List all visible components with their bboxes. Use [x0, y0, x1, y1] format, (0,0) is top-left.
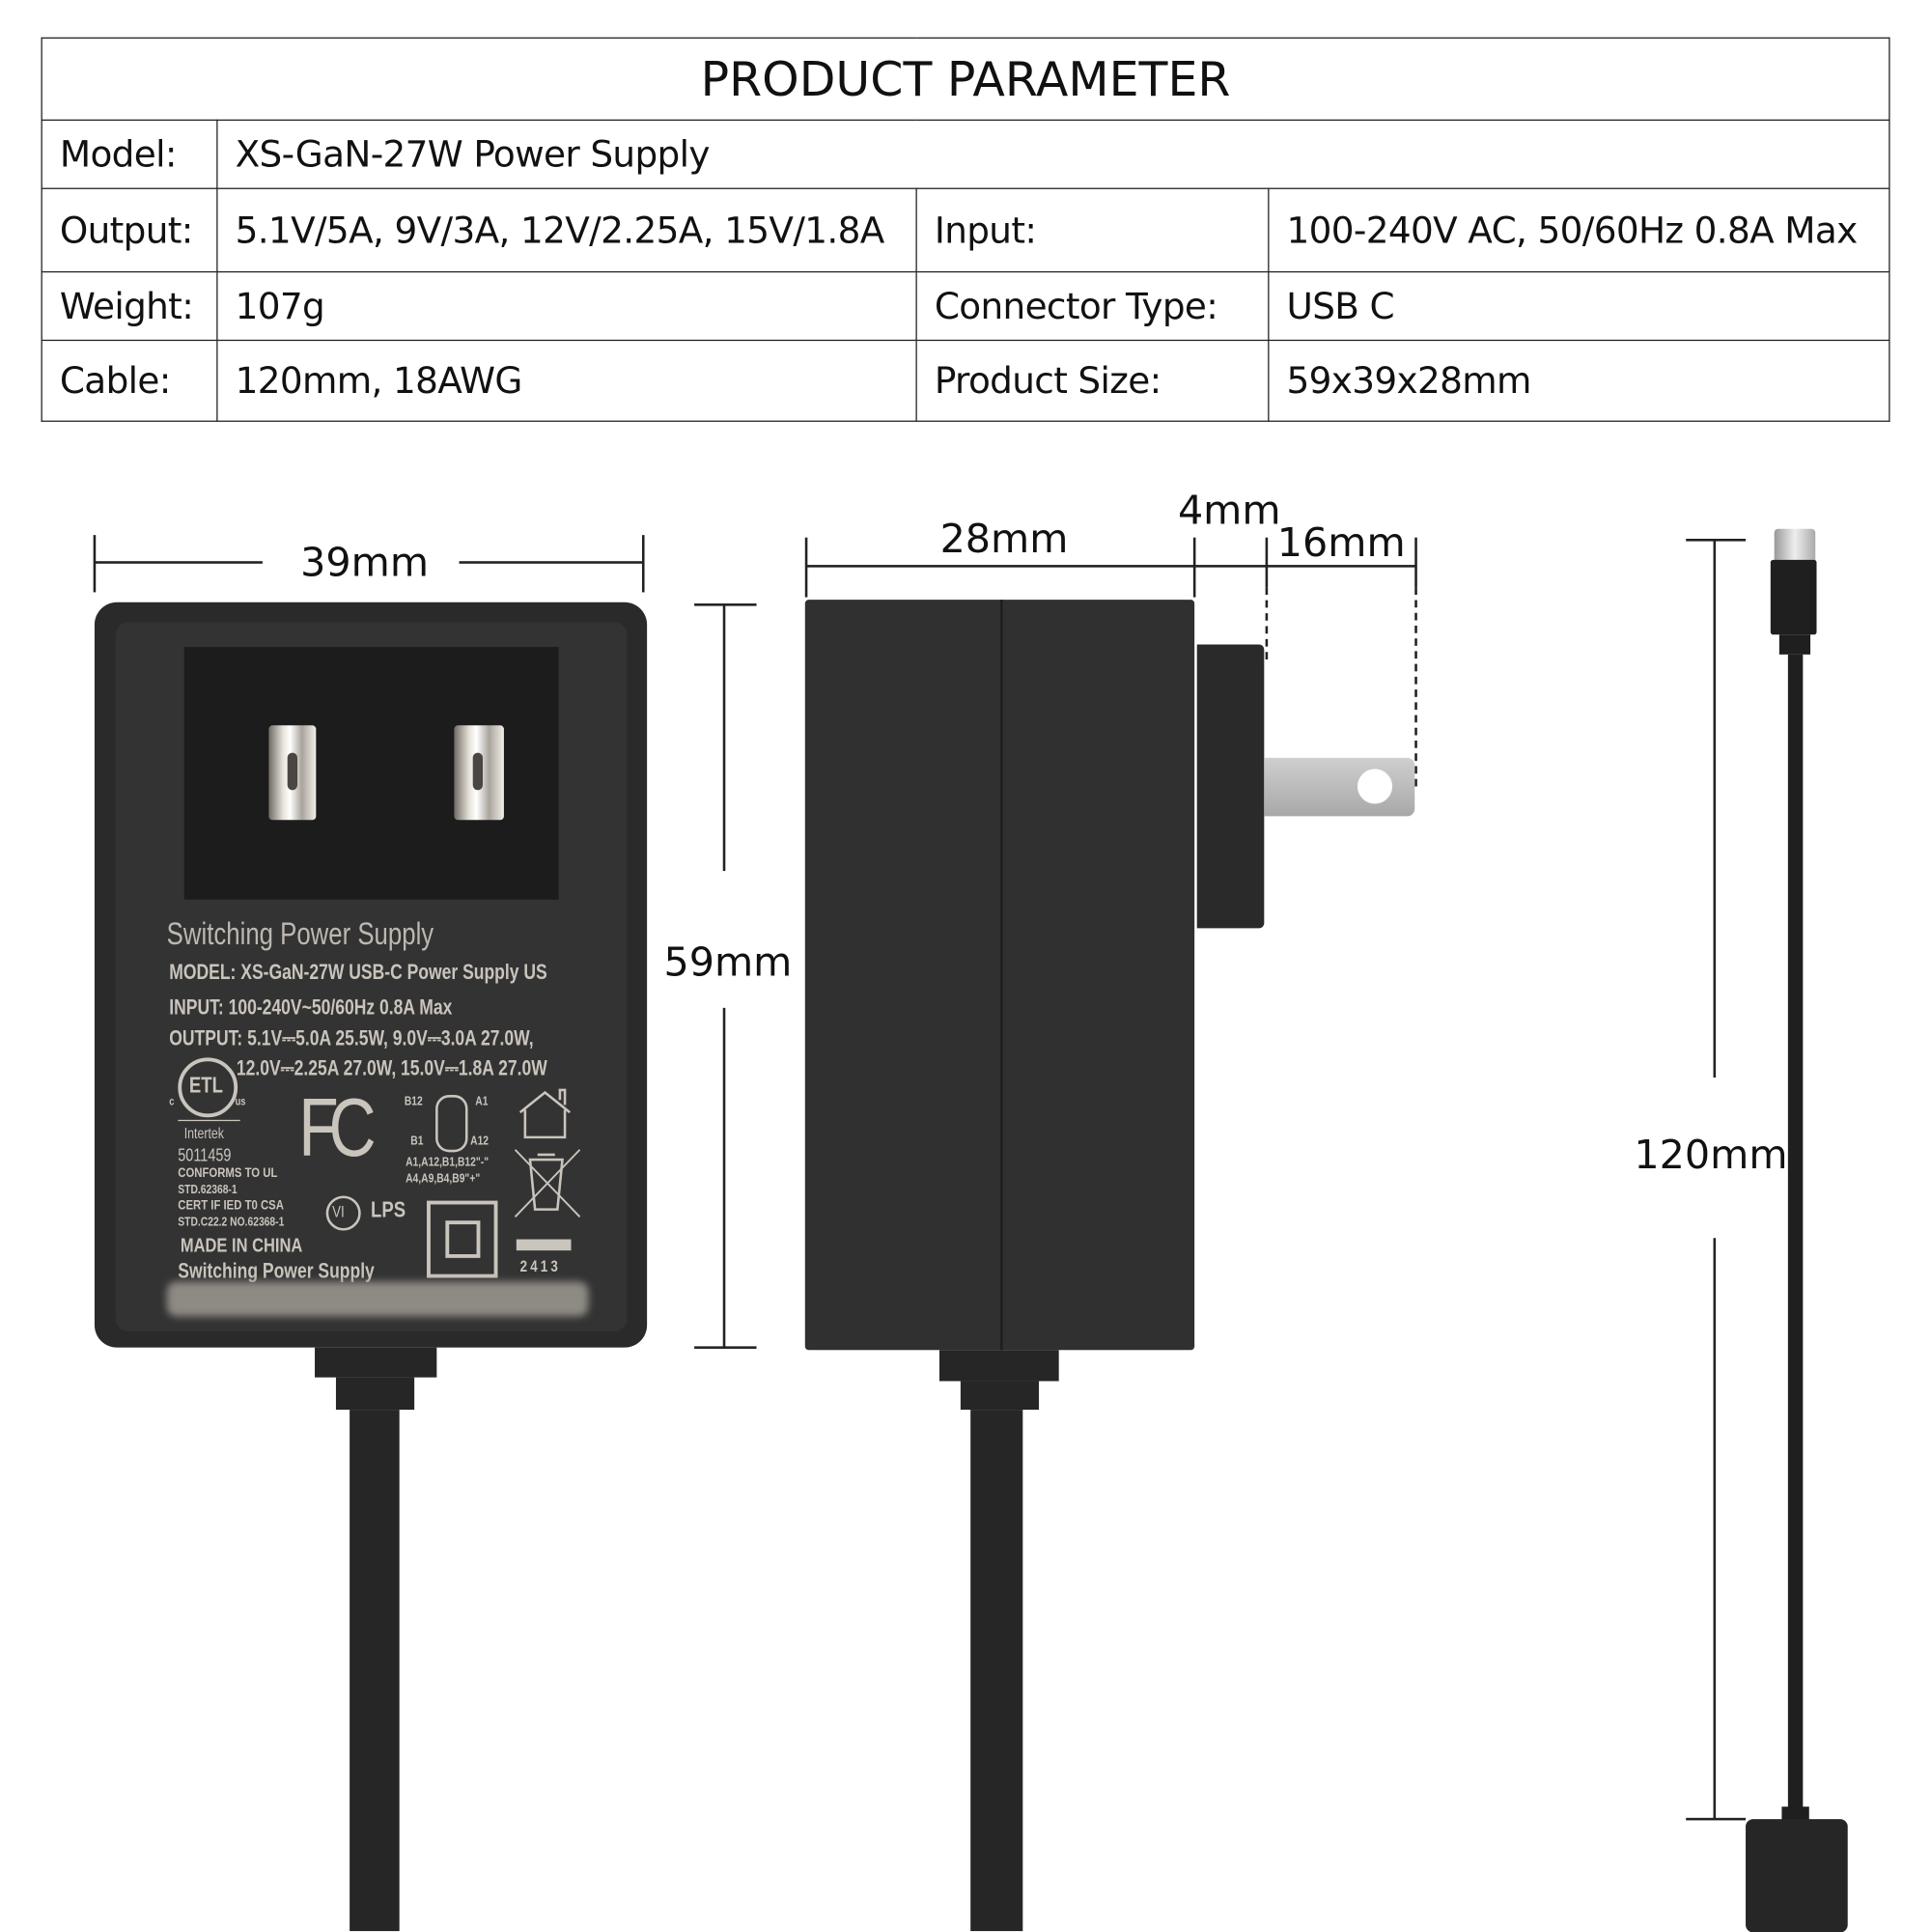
cable	[1787, 654, 1804, 1812]
cable-label: Cable:	[41, 339, 218, 422]
cable-value: 120mm, 18AWG	[216, 339, 917, 422]
dim-tick	[93, 535, 97, 593]
strain-relief	[938, 1350, 1059, 1382]
plug-block	[1196, 644, 1265, 929]
house-icon	[518, 1088, 572, 1139]
strain-relief	[315, 1347, 437, 1378]
pins-positive: A4,A9,B4,B9"+"	[406, 1171, 481, 1187]
size-value: 59x39x28mm	[1268, 339, 1890, 422]
usb-pin-diagram	[435, 1095, 468, 1153]
prong-right	[454, 725, 504, 821]
size-label: Product Size:	[915, 339, 1270, 422]
strain-relief	[960, 1381, 1040, 1411]
fcc-logo: FC	[298, 1080, 376, 1174]
dim-line	[722, 1007, 726, 1348]
divider	[178, 1119, 240, 1122]
std1: STD.62368-1	[178, 1183, 238, 1197]
cable-end-block	[1746, 1819, 1848, 1932]
cert-number: 5011459	[178, 1144, 232, 1165]
lps-mark: LPS	[371, 1196, 406, 1222]
label-model: MODEL: XS-GaN-27W USB-C Power Supply US	[169, 960, 547, 985]
label-title: Switching Power Supply	[166, 916, 434, 952]
dim-tick	[694, 1346, 757, 1349]
model-label: Model:	[41, 119, 218, 189]
label-input: INPUT: 100-240V~50/60Hz 0.8A Max	[169, 994, 453, 1020]
model-value: XS-GaN-27W Power Supply	[216, 119, 1890, 189]
input-label: Input:	[915, 187, 1270, 273]
house-and-weee-icons	[514, 1088, 581, 1218]
etl-us: us	[235, 1095, 246, 1107]
pin-b12: B12	[404, 1095, 423, 1109]
dim-tick	[1192, 537, 1196, 598]
dim-tick	[1686, 539, 1747, 542]
etl-logo: ETL	[178, 1057, 238, 1118]
pin-a1: A1	[475, 1095, 489, 1109]
prong-left	[268, 725, 317, 821]
plug-base-dimension: 4mm	[1177, 486, 1281, 534]
dim-dash	[1414, 587, 1417, 787]
cert-csa: CERT IF IED T0 CSA	[178, 1198, 284, 1214]
label-output1: OUTPUT: 5.1V⎓5.0A 25.5W, 9.0V⎓3.0A 27.0W…	[169, 1026, 534, 1050]
blurred-area	[166, 1281, 589, 1317]
charger-body-side	[804, 600, 1195, 1351]
cable	[970, 1410, 1023, 1932]
dim-tick	[1414, 537, 1417, 588]
date-code: 2413	[519, 1256, 561, 1275]
output-label: Output:	[41, 187, 218, 273]
dim-line	[1713, 1238, 1717, 1820]
output-value: 5.1V/5A, 9V/3A, 12V/2.25A, 15V/1.8A	[216, 187, 917, 273]
usb-c-neck	[1778, 634, 1811, 655]
connector-label: Connector Type:	[915, 270, 1270, 342]
made-in: MADE IN CHINA	[180, 1235, 303, 1257]
dim-tick	[1265, 537, 1269, 588]
dim-line	[94, 561, 263, 564]
pin-a12: A12	[470, 1134, 490, 1149]
prong-side	[1264, 757, 1415, 817]
intertek: Intertek	[183, 1124, 224, 1143]
depth-dimension: 28mm	[939, 515, 1069, 563]
dim-line	[806, 565, 1416, 568]
usb-c-plug-tip	[1774, 528, 1816, 562]
weee-bin-icon	[528, 1153, 564, 1211]
std2: STD.C22.2 NO.62368-1	[178, 1216, 285, 1230]
weight-label: Weight:	[41, 270, 218, 342]
conforms: CONFORMS TO UL	[178, 1165, 278, 1181]
input-value: 100-240V AC, 50/60Hz 0.8A Max	[1268, 187, 1890, 273]
product-parameter-table: PRODUCT PARAMETER Model:XS-GaN-27W Power…	[41, 37, 1890, 422]
pin-b1: B1	[410, 1134, 424, 1149]
dim-tick	[804, 537, 808, 598]
seam-line	[1000, 600, 1003, 1351]
dim-dash	[1265, 587, 1269, 660]
connector-value: USB C	[1268, 270, 1890, 342]
label-footer: Switching Power Supply	[178, 1259, 375, 1283]
pins-negative: A1,A12,B1,B12"-"	[406, 1156, 490, 1170]
dim-line	[459, 561, 644, 564]
cross-icon	[514, 1149, 581, 1218]
height-dimension: 59mm	[663, 938, 793, 986]
dim-line	[722, 604, 726, 872]
prong-hole	[1357, 769, 1393, 804]
width-dimension: 39mm	[300, 539, 429, 586]
vi-efficiency-mark: VI	[325, 1195, 361, 1231]
table-title: PRODUCT PARAMETER	[41, 37, 1890, 122]
dim-tick	[694, 603, 757, 606]
dim-tick	[641, 535, 645, 593]
etl-c: c	[169, 1095, 175, 1107]
usb-c-housing	[1770, 559, 1817, 635]
dim-line	[1713, 540, 1717, 1078]
prong-dimension: 16mm	[1276, 518, 1406, 567]
label-output2: 12.0V⎓2.25A 27.0W, 15.0V⎓1.8A 27.0W	[236, 1056, 547, 1080]
cable	[350, 1410, 400, 1932]
double-insulation-icon	[427, 1200, 498, 1278]
weight-value: 107g	[216, 270, 917, 342]
cable-length-dimension: 120mm	[1634, 1131, 1788, 1179]
dim-tick	[1686, 1817, 1747, 1821]
strain-relief	[335, 1377, 415, 1411]
date-bar	[516, 1239, 572, 1251]
